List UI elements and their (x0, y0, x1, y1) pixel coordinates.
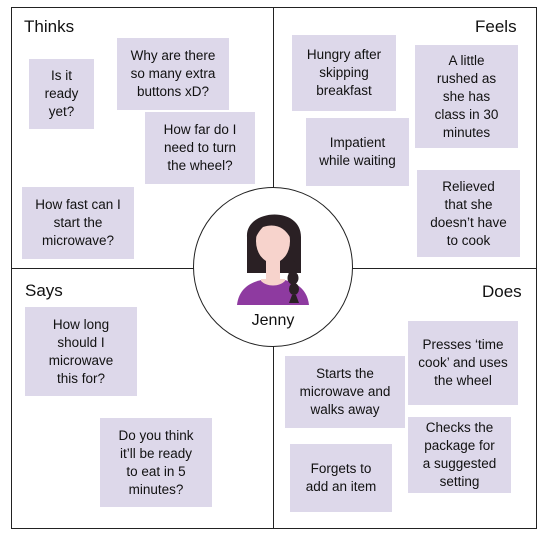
sticky-note: Is it ready yet? (29, 59, 94, 129)
sticky-note: How long should I microwave this for? (25, 307, 137, 396)
does-label: Does (482, 282, 522, 301)
sticky-note: Do you think it’ll be ready to eat in 5 … (100, 418, 212, 507)
woman-avatar-icon (237, 214, 309, 305)
sticky-note: A little rushed as she has class in 30 m… (415, 45, 518, 148)
sticky-note: Presses ‘time cook’ and uses the wheel (408, 321, 518, 405)
sticky-note: Impatient while waiting (306, 118, 409, 186)
sticky-note: How far do I need to turn the wheel? (145, 112, 255, 184)
thinks-label: Thinks (24, 17, 75, 36)
sticky-note: Relieved that she doesn’t have to cook (417, 170, 520, 257)
sticky-note: Checks the package for a suggested setti… (408, 417, 511, 493)
persona-name: Jenny (251, 312, 295, 329)
sticky-note: How fast can I start the microwave? (22, 187, 134, 259)
sticky-note: Starts the microwave and walks away (285, 356, 405, 428)
sticky-note: Forgets to add an item (290, 444, 392, 512)
says-label: Says (25, 281, 63, 300)
sticky-note: Why are there so many extra buttons xD? (117, 38, 229, 110)
feels-label: Feels (475, 17, 517, 36)
sticky-note: Hungry after skipping breakfast (292, 35, 396, 111)
